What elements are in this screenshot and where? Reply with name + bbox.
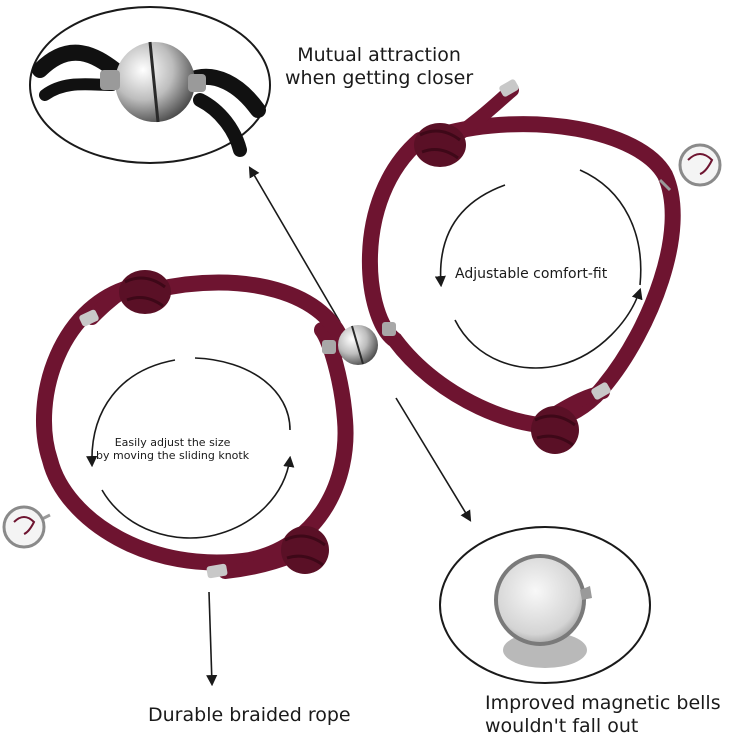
adjustable-comfort-caption: Adjustable comfort-fit xyxy=(455,266,608,282)
bracelet-left xyxy=(2,270,354,579)
adjust-rotation-arrows-right xyxy=(434,169,643,369)
easy-adjust-line2: by moving the sliding knotk xyxy=(96,449,250,463)
durable-rope-caption: Durable braided rope xyxy=(148,704,351,726)
magnetic-bells-caption: Improved magnetic bells wouldn't fall ou… xyxy=(485,692,721,738)
mutual-attraction-line2: when getting closer xyxy=(285,66,474,89)
easy-adjust-line1: Easily adjust the size xyxy=(114,436,231,449)
magnetic-bells-line1: Improved magnetic bells xyxy=(485,692,721,714)
adjust-rotation-arrows-left xyxy=(86,357,295,539)
mutual-attraction-line1: Mutual attraction xyxy=(297,44,461,66)
callout-arrows xyxy=(206,166,472,687)
bracelet-right xyxy=(362,79,722,454)
center-magnet-clasp xyxy=(322,322,396,365)
magnetic-bells-line2: wouldn't fall out xyxy=(485,714,639,737)
easy-adjust-caption: Easily adjust the size by moving the sli… xyxy=(96,436,249,462)
magnet-closeup-inset xyxy=(29,6,271,164)
bell-closeup-inset xyxy=(439,526,651,684)
mutual-attraction-caption: Mutual attraction when getting closer xyxy=(285,44,473,90)
